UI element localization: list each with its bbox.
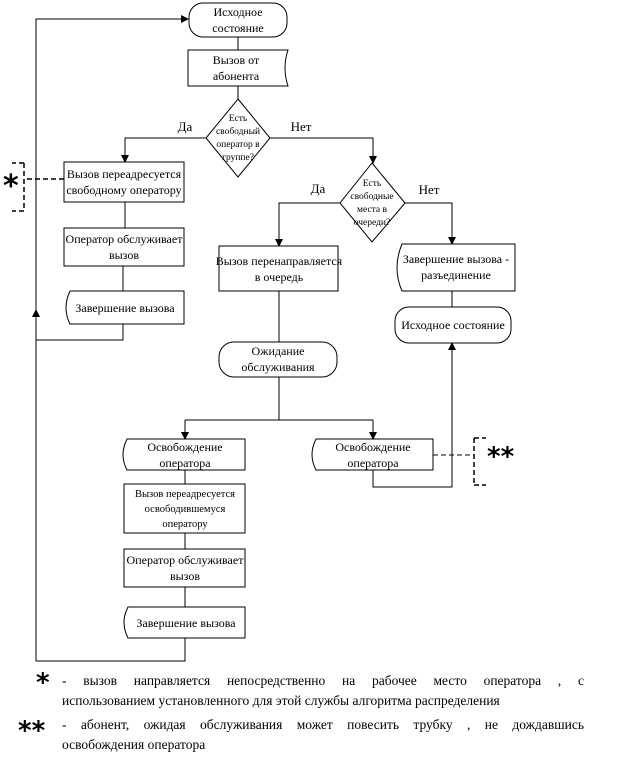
- waiting-terminal[interactable]: Ожидание обслуживания: [218, 341, 338, 378]
- redirect-released-operator-node[interactable]: Вызов переадресуется освободившемуся опе…: [123, 483, 246, 534]
- legend-marker-single: *: [36, 668, 50, 698]
- end-call-node-1[interactable]: Завершение вызова: [65, 290, 185, 325]
- svg-text:вызов: вызов: [170, 569, 200, 583]
- release-operator-node-left[interactable]: Освобождение оператора: [122, 438, 246, 471]
- disconnect-node[interactable]: Завершение вызова - разъединение: [396, 243, 516, 292]
- svg-text:Оператор обслуживает: Оператор обслуживает: [127, 553, 245, 567]
- label-no-1: Нет: [291, 119, 312, 134]
- svg-text:свободному оператору: свободному оператору: [66, 183, 181, 197]
- label-yes-2: Да: [311, 181, 326, 196]
- redirect-to-queue-node[interactable]: Вызов перенаправляется в очередь: [216, 245, 343, 292]
- svg-text:обслуживания: обслуживания: [241, 360, 315, 374]
- svg-text:оператора: оператора: [159, 456, 211, 470]
- decision-free-operator[interactable]: Есть свободный оператор в группе?: [205, 98, 271, 178]
- operator-serves-node-2[interactable]: Оператор обслуживает вызов: [123, 548, 246, 588]
- svg-text:очереди?: очереди?: [354, 218, 390, 228]
- end-call-node-2[interactable]: Завершение вызова: [123, 606, 246, 639]
- decision-free-queue[interactable]: Есть свободные места в очереди?: [339, 162, 406, 243]
- connectors: [12, 15, 486, 662]
- svg-text:состояние: состояние: [212, 21, 264, 35]
- redirect-free-operator-node[interactable]: Вызов переадресуется свободному оператор…: [63, 161, 185, 203]
- legend-text-2-line-2: освобождения оператора: [62, 737, 206, 752]
- svg-text:свободные: свободные: [350, 191, 393, 202]
- svg-text:Ожидание: Ожидание: [252, 344, 305, 358]
- svg-text:Освобождение: Освобождение: [147, 440, 222, 454]
- svg-text:Оператор обслуживает: Оператор обслуживает: [66, 232, 184, 246]
- svg-text:освободившемуся: освободившемуся: [145, 504, 226, 515]
- svg-text:Завершение вызова: Завершение вызова: [136, 616, 236, 630]
- svg-text:абонента: абонента: [213, 69, 260, 83]
- svg-text:Вызов переадресуется: Вызов переадресуется: [135, 489, 235, 500]
- start-terminal-2[interactable]: Исходное состояние: [394, 306, 512, 344]
- svg-text:Вызов перенаправляется: Вызов перенаправляется: [216, 254, 343, 268]
- legend-text-1-line-2: использованием установленного для этой с…: [62, 693, 500, 708]
- svg-text:оператора: оператора: [347, 456, 399, 470]
- svg-text:Вызов переадресуется: Вызов переадресуется: [67, 167, 182, 181]
- double-asterisk-marker: **: [487, 442, 515, 472]
- call-from-subscriber-node[interactable]: Вызов от абонента: [187, 49, 289, 87]
- release-operator-node-right[interactable]: Освобождение оператора: [311, 438, 434, 471]
- svg-text:свободный: свободный: [216, 126, 260, 137]
- svg-text:оператору: оператору: [162, 519, 208, 530]
- label-yes-1: Да: [178, 119, 193, 134]
- legend-marker-double: **: [18, 716, 46, 746]
- svg-text:Есть: Есть: [363, 179, 382, 189]
- start-terminal[interactable]: Исходное состояние: [188, 2, 288, 38]
- svg-text:Исходное: Исходное: [213, 5, 262, 19]
- single-asterisk-marker: *: [3, 169, 19, 204]
- legend-text-1-line-1: - вызов направляется непосредственно на …: [62, 673, 584, 688]
- svg-text:Исходное состояние: Исходное состояние: [401, 318, 505, 332]
- operator-serves-node-1[interactable]: Оператор обслуживает вызов: [63, 227, 185, 267]
- svg-text:Вызов от: Вызов от: [213, 53, 260, 67]
- svg-text:места в: места в: [357, 205, 388, 215]
- svg-text:оператор в: оператор в: [216, 140, 260, 150]
- svg-text:Освобождение: Освобождение: [335, 440, 410, 454]
- label-no-2: Нет: [419, 182, 440, 197]
- svg-text:разъединение: разъединение: [421, 268, 491, 282]
- svg-text:вызов: вызов: [109, 248, 139, 262]
- svg-text:Завершение вызова: Завершение вызова: [75, 301, 175, 315]
- svg-text:в очередь: в очередь: [255, 270, 304, 284]
- svg-text:группе?: группе?: [222, 153, 254, 163]
- svg-text:Завершение вызова -: Завершение вызова -: [403, 252, 509, 266]
- svg-text:Есть: Есть: [229, 114, 248, 124]
- legend-text-2-line-1: - абонент, ожидая обслуживания может пов…: [62, 717, 584, 732]
